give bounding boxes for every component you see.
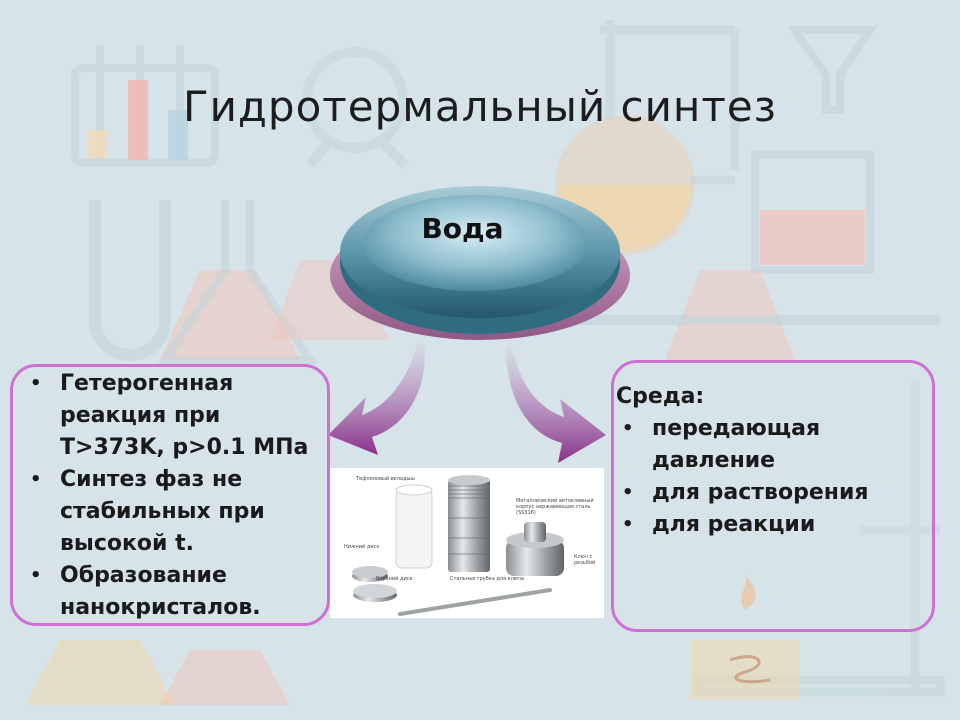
right-curved-arrow [506,345,606,463]
left-bullet-list: •Гетерогенная реакция при T>373K, p>0.1 … [24,368,324,624]
list-item: •передающая давление [622,416,821,473]
water-ellipse-shape [330,186,630,340]
list-item: •для реакции [622,512,816,537]
list-item: •Гетерогенная реакция при T>373K, p>0.1 … [30,371,309,460]
left-info-box [10,364,330,626]
right-info-box [611,360,935,632]
slide-title: Гидротермальный синтез [182,82,778,131]
photo-caption: Металлический автоклавный корпус нержаве… [516,498,594,516]
arrows-group [328,340,606,463]
left-curved-arrow [328,340,425,455]
center-label-water: Вода [421,212,504,245]
list-item: •Синтез фаз не стабильных при высокой t. [30,467,265,556]
photo-caption: Верхний диск [376,576,413,582]
photo-caption: Нижний диск [344,544,380,550]
photo-caption: Тефлоновый вкладыш [356,476,415,482]
photo-caption: Ключ с резьбой [574,554,596,566]
photo-caption: Стальная трубка для ключа [450,576,525,582]
autoclave-photo: Тефлоновый вкладыш Нижний диск Верхний д… [330,468,604,618]
right-box-heading: Среда: [616,384,705,409]
list-item: •для растворения [622,480,869,505]
right-bullet-list: Среда: •передающая давление •для раствор… [616,381,916,541]
list-item: •Образование нанокристалов. [30,563,261,620]
